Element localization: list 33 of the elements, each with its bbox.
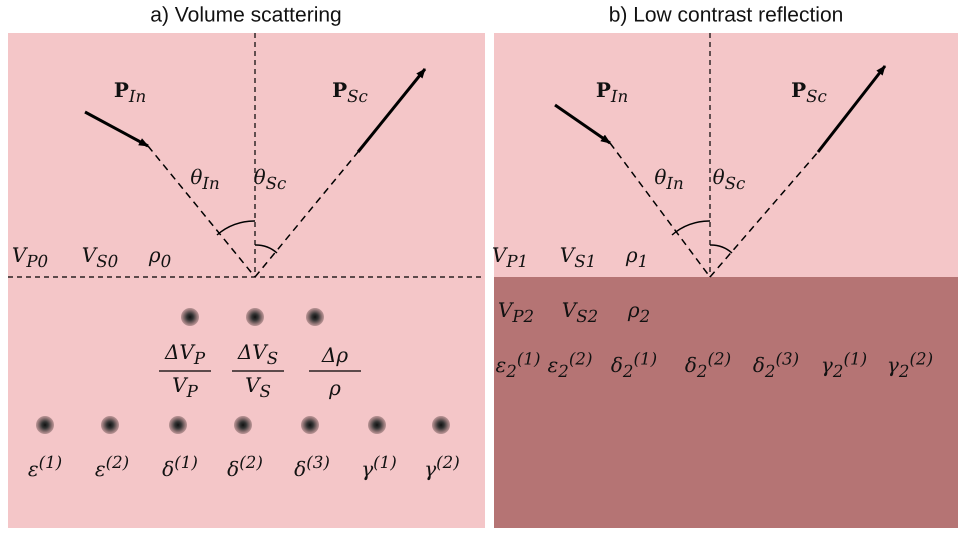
panel-title: a) Volume scattering <box>150 4 342 26</box>
fraction-term: V$_{S}$ <box>245 375 271 401</box>
parameter-label: ε$^{(1)}$ <box>28 455 62 479</box>
parameter-label: γ$^{(1)}$ <box>361 455 397 479</box>
parameter-label: γ$^{(2)}$ <box>424 455 460 479</box>
fraction-term: ΔV$_{S}$ <box>238 342 278 368</box>
panel-title: b) Low contrast reflection <box>608 4 844 26</box>
fraction-term: ΔV$_{P}$ <box>164 342 206 368</box>
vector-label: P$_{In}$ <box>114 80 146 106</box>
property-label: V$_{S1}$ <box>560 245 596 271</box>
property-label: V$_{P0}$ <box>12 245 48 271</box>
property-label: V$_{P2}$ <box>498 300 534 326</box>
angle-label: θ$_{In}$ <box>654 167 684 193</box>
parameter-label: δ$^{(1)}$ <box>162 455 198 479</box>
property-label: V$_{P1}$ <box>492 245 528 271</box>
property-label: ρ$_{2}$ <box>628 300 650 326</box>
property-label: ρ$_{1}$ <box>626 245 648 271</box>
property-label: V$_{S0}$ <box>82 245 118 271</box>
fraction-term: ρ <box>329 378 341 398</box>
fraction-term: V$_{P}$ <box>172 375 198 401</box>
parameter-label: ε$^{(2)}$ <box>94 455 130 479</box>
property-label: ρ$_{0}$ <box>148 245 172 271</box>
angle-label: θ$_{Sc}$ <box>712 167 746 193</box>
parameter-label: δ$^{(2)}$ <box>227 455 263 479</box>
lower-layer <box>494 277 958 528</box>
vector-label: P$_{In}$ <box>596 80 628 106</box>
angle-label: θ$_{In}$ <box>190 167 220 193</box>
vector-label: P$_{Sc}$ <box>791 80 827 106</box>
property-label: V$_{S2}$ <box>562 300 598 326</box>
fraction-term: Δρ <box>322 345 348 365</box>
angle-label: θ$_{Sc}$ <box>254 167 286 193</box>
parameter-label: δ$^{(3)}$ <box>294 455 330 479</box>
vector-label: P$_{Sc}$ <box>332 80 368 106</box>
